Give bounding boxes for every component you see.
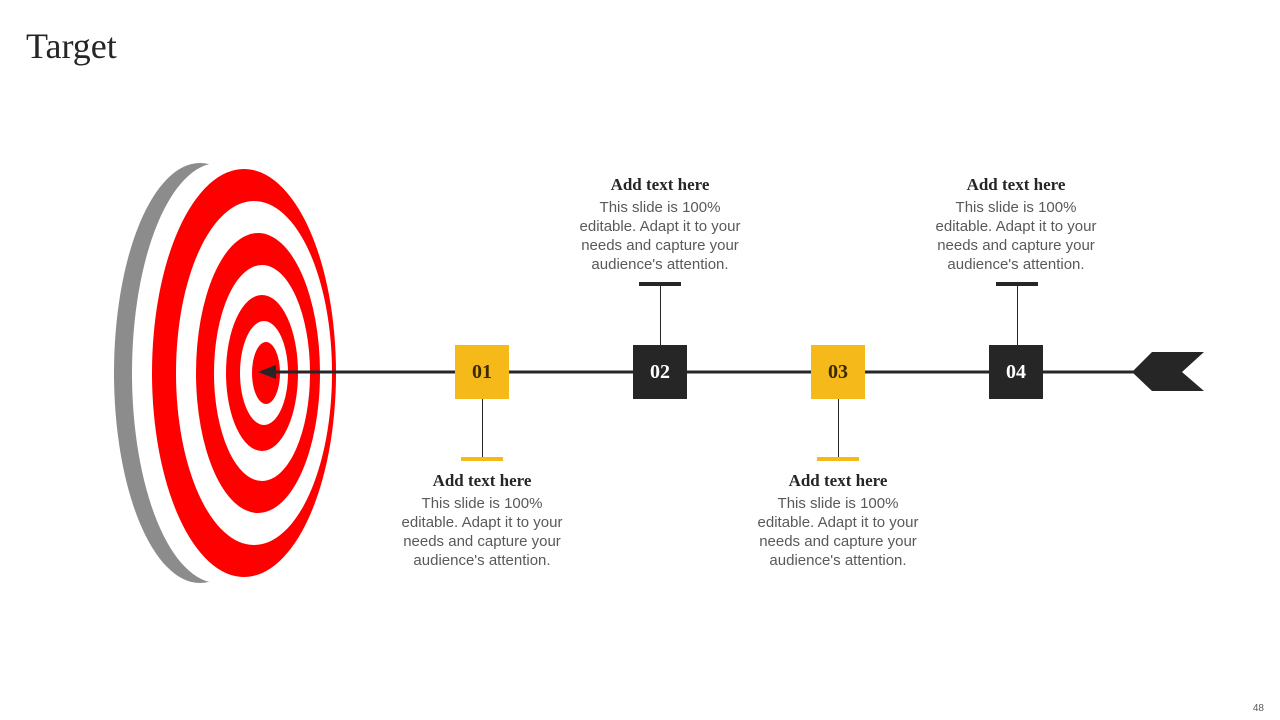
step-number: 03 (828, 360, 848, 383)
step-text-03: Add text here This slide is 100% editabl… (738, 470, 938, 570)
step-text-04: Add text here This slide is 100% editabl… (916, 174, 1116, 274)
cap-02 (639, 282, 681, 286)
step-description: This slide is 100% editable. Adapt it to… (401, 495, 563, 569)
step-number: 04 (1006, 360, 1026, 383)
page-number: 48 (1252, 703, 1264, 714)
slide-title: Target (26, 26, 117, 66)
connector-02 (660, 286, 661, 345)
step-heading: Add text here (788, 471, 888, 490)
step-heading: Add text here (610, 175, 710, 194)
step-number: 02 (650, 360, 670, 383)
step-heading: Add text here (966, 175, 1066, 194)
connector-01 (482, 399, 483, 457)
step-box-03: 03 (811, 345, 865, 399)
cap-04 (996, 282, 1038, 286)
step-box-01: 01 (455, 345, 509, 399)
step-box-02: 02 (633, 345, 687, 399)
step-description: This slide is 100% editable. Adapt it to… (579, 199, 741, 273)
arrow-head (258, 365, 276, 379)
step-text-01: Add text here This slide is 100% editabl… (382, 470, 582, 570)
cap-01 (461, 457, 503, 461)
connector-04 (1017, 286, 1018, 345)
step-box-04: 04 (989, 345, 1043, 399)
step-description: This slide is 100% editable. Adapt it to… (757, 495, 919, 569)
step-heading: Add text here (432, 471, 532, 490)
arrow-fletching (1132, 352, 1204, 391)
step-description: This slide is 100% editable. Adapt it to… (935, 199, 1097, 273)
step-number: 01 (472, 360, 492, 383)
step-text-02: Add text here This slide is 100% editabl… (560, 174, 760, 274)
connector-03 (838, 399, 839, 457)
cap-03 (817, 457, 859, 461)
